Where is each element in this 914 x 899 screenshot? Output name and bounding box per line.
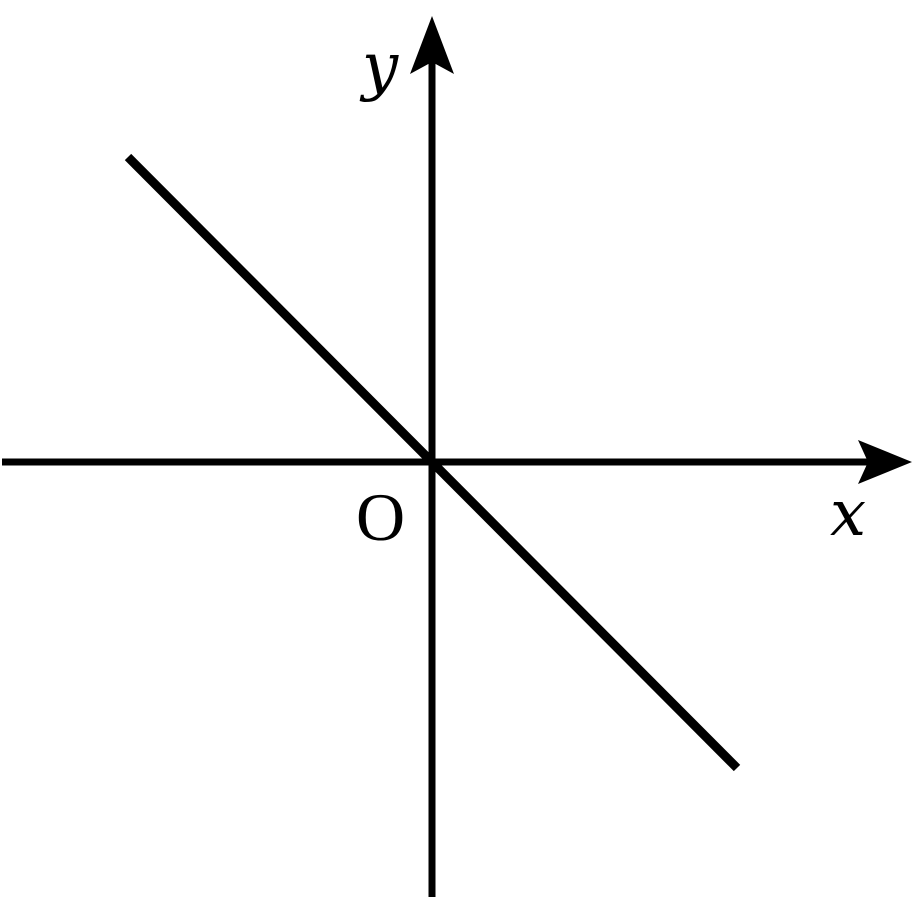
x-axis-arrowhead [858,440,912,484]
origin-label: O [356,479,405,555]
y-axis-label: y [359,30,399,104]
y-axis-arrowhead [410,16,454,74]
line-through-origin [124,153,741,772]
x-axis-label: x [830,477,866,551]
